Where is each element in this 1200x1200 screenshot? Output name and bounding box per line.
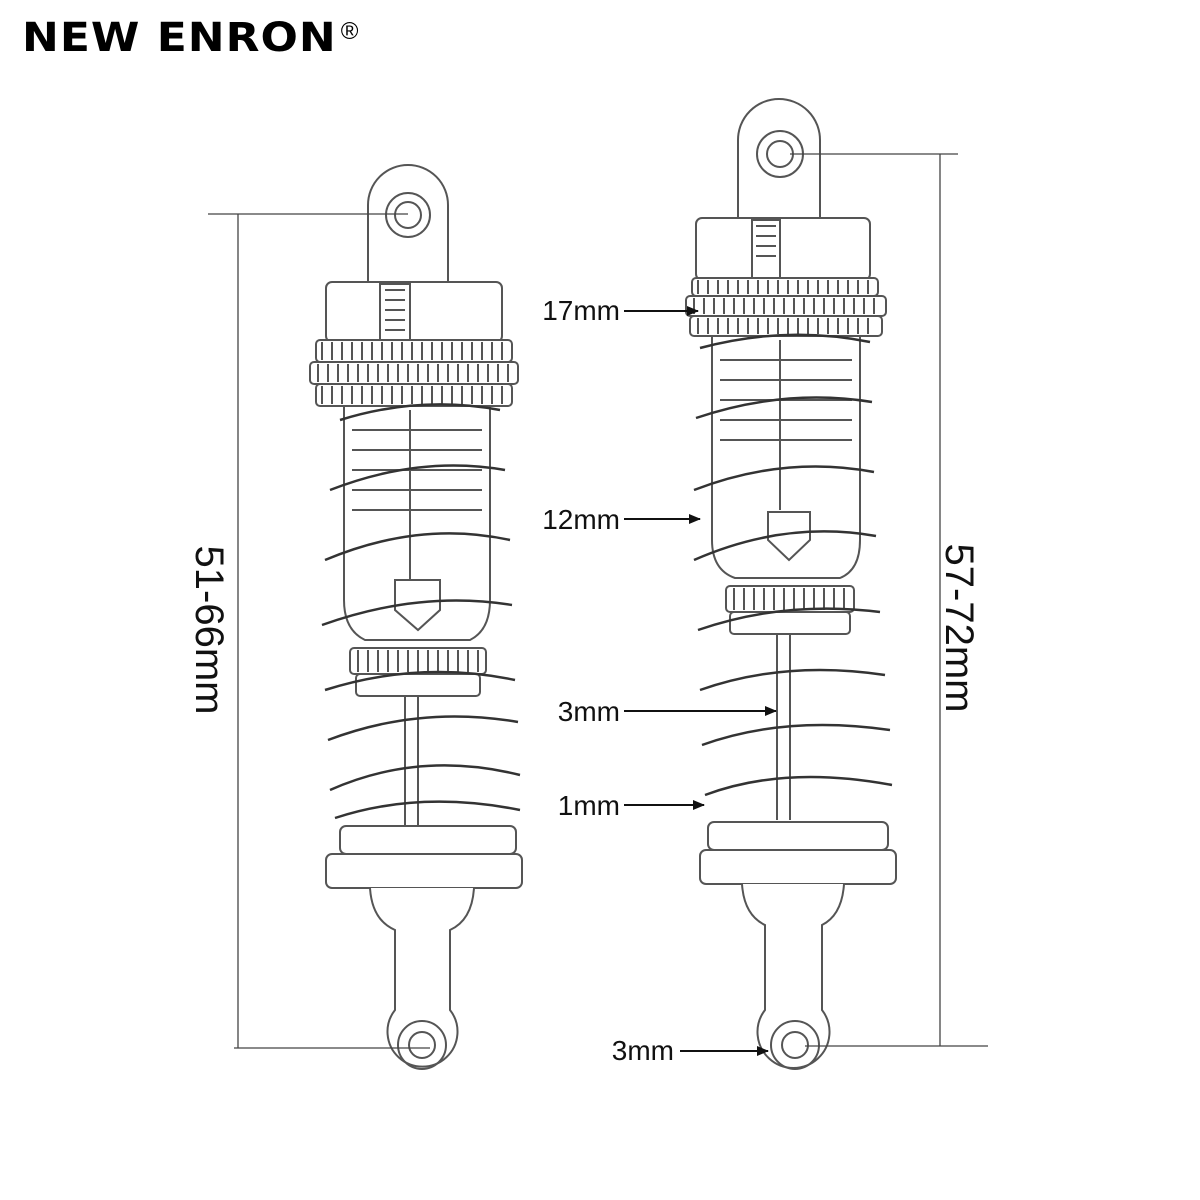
right-knurled-collar bbox=[685, 277, 887, 337]
left-adjuster-ring bbox=[349, 647, 487, 697]
left-bottom-eyelet bbox=[369, 887, 475, 1070]
right-adjuster-ring bbox=[725, 585, 855, 635]
right-dimension bbox=[790, 153, 988, 1047]
left-knurled-collar bbox=[309, 339, 519, 407]
callout-body-label: 12mm bbox=[542, 504, 620, 535]
callout-body: 12mm bbox=[542, 504, 701, 535]
callout-bottom-hole: 3mm bbox=[612, 1035, 769, 1066]
right-length-label: 57-72mm bbox=[937, 544, 981, 713]
brand-name: NEW ENRON bbox=[22, 14, 337, 61]
callout-top-ring: 17mm bbox=[542, 295, 699, 326]
right-bottom-eyelet bbox=[741, 883, 845, 1070]
right-spring bbox=[693, 333, 893, 797]
callout-bottom-hole-label: 3mm bbox=[612, 1035, 674, 1066]
left-top-eyelet bbox=[367, 164, 449, 285]
right-shock-absorber bbox=[685, 98, 897, 1070]
left-spring bbox=[321, 403, 521, 820]
registered-mark: ® bbox=[340, 18, 359, 45]
callout-spring-wire-label: 1mm bbox=[558, 790, 620, 821]
left-shaft bbox=[404, 696, 419, 830]
callout-shaft: 3mm bbox=[558, 696, 777, 727]
right-body bbox=[711, 336, 861, 579]
left-body bbox=[343, 406, 491, 641]
callout-top-ring-label: 17mm bbox=[542, 295, 620, 326]
left-length-label: 51-66mm bbox=[187, 546, 231, 715]
brand-logo: NEW ENRON ® bbox=[22, 14, 358, 65]
left-shock-absorber bbox=[309, 164, 523, 1070]
left-top-cap bbox=[325, 281, 503, 343]
right-top-eyelet bbox=[737, 98, 821, 222]
left-spring-seat bbox=[325, 825, 523, 889]
left-dimension bbox=[208, 213, 430, 1049]
right-top-cap bbox=[695, 217, 871, 281]
callout-shaft-label: 3mm bbox=[558, 696, 620, 727]
callout-spring-wire: 1mm bbox=[558, 790, 705, 821]
right-spring-seat bbox=[699, 821, 897, 885]
